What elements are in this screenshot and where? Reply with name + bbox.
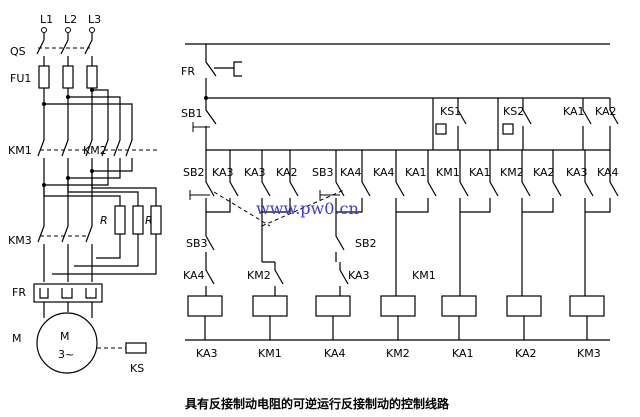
contact-row-labels: SB2 KA3 KA3 KA2 SB3 KA4 KA4 KA1 KM1 KA1 … <box>183 166 619 179</box>
coil-label: KA1 <box>452 347 474 360</box>
row-label: KA4 <box>373 166 395 179</box>
fr-contact-label: FR <box>181 65 195 78</box>
phase-label-l2: L2 <box>64 13 77 26</box>
coil-km2 <box>380 295 416 317</box>
ka3-lower-label: KA3 <box>348 269 370 282</box>
km2-label: KM2 <box>83 144 107 157</box>
fuse-l2 <box>62 65 74 89</box>
km2-contact-b <box>68 118 121 179</box>
km1-contact-l3 <box>85 90 93 171</box>
power-circuit: L1 L2 L3 QS FU1 KM1 KM2 <box>8 13 162 375</box>
mechanical-interlock <box>213 189 345 227</box>
ks-speed-relay <box>125 342 147 354</box>
km2-lower-label: KM2 <box>247 269 271 282</box>
resistor-1 <box>114 205 126 235</box>
coil-km1 <box>252 295 288 317</box>
terminal-l2 <box>65 27 71 33</box>
coil-ka4 <box>315 295 351 317</box>
control-circuit: FR SB1 KS1 KS2 KA1 KA2 SB2 KA3 KA3 KA2 S… <box>181 43 619 360</box>
row-label: KA3 <box>566 166 588 179</box>
row-label: KA1 <box>405 166 427 179</box>
resistor-2 <box>132 205 144 235</box>
coil-row <box>187 295 605 340</box>
coil-label: KA3 <box>196 347 218 360</box>
row-label: KA2 <box>276 166 298 179</box>
row-label: KA3 <box>244 166 266 179</box>
motor-letter: M <box>60 330 70 343</box>
qs-label: QS <box>10 45 26 58</box>
ks2-label: KS2 <box>503 105 524 118</box>
sb1-label: SB1 <box>181 107 203 120</box>
fr-label: FR <box>12 286 26 299</box>
row-label: SB3 <box>312 166 334 179</box>
km2-contact-c <box>92 118 133 172</box>
qs-switch-l3 <box>84 33 93 64</box>
coil-ka2 <box>506 295 542 317</box>
resistor-feed <box>43 171 157 206</box>
ks1-label: KS1 <box>440 105 461 118</box>
qs-switch-l1 <box>36 33 45 64</box>
ks-label: KS <box>130 362 144 375</box>
fr-contact <box>205 44 217 98</box>
coil-ka3 <box>187 295 223 317</box>
ks2-contact <box>522 98 532 150</box>
fuse-l3 <box>86 65 98 89</box>
km1-contact-l2 <box>61 97 69 178</box>
watermark: www.pw0.cn <box>256 199 359 218</box>
resistor-label-2: R <box>145 214 153 227</box>
sb2-lower-label: SB2 <box>355 237 377 250</box>
motor-symbol <box>36 312 98 374</box>
row-label: KA4 <box>340 166 362 179</box>
coil-ka1 <box>441 295 477 317</box>
contact-branches <box>189 150 619 296</box>
resistor-return <box>52 234 157 275</box>
ka4-lower-label: KA4 <box>183 269 205 282</box>
motor-phase: 3~ <box>58 348 74 361</box>
coil-km3 <box>569 295 605 317</box>
phase-label-l3: L3 <box>88 13 101 26</box>
row-label: SB2 <box>183 166 205 179</box>
row-label: KM1 <box>436 166 460 179</box>
row-label: KA4 <box>597 166 619 179</box>
row-label: KA2 <box>533 166 555 179</box>
row-label: KA1 <box>469 166 491 179</box>
upper-bus <box>206 97 610 150</box>
coil-label: KM1 <box>258 347 282 360</box>
coil-labels: KA3 KM1 KA4 KM2 KA1 KA2 KM3 <box>196 347 601 360</box>
km1-contact-l1 <box>37 104 45 185</box>
km3-contact-l1 <box>37 185 45 282</box>
coil-label: KM3 <box>577 347 601 360</box>
row-label: KM2 <box>500 166 524 179</box>
sb1-button <box>205 98 217 150</box>
motor-tag: M <box>12 332 22 345</box>
km3-label: KM3 <box>8 234 32 247</box>
terminal-l3 <box>89 27 95 33</box>
diagram-caption: 具有反接制动电阻的可逆运行反接制动的控制线路 <box>185 396 450 411</box>
coil-label: KA2 <box>515 347 537 360</box>
coil-label: KA4 <box>324 347 346 360</box>
phase-label-l1: L1 <box>40 13 53 26</box>
resistor-label-1: R <box>100 214 108 227</box>
km2-contact-a <box>44 118 109 186</box>
coil-label: KM2 <box>386 347 410 360</box>
row-label: KA3 <box>212 166 234 179</box>
qs-switch-l2 <box>60 33 69 64</box>
fu1-label: FU1 <box>10 72 31 85</box>
ka2-label-top: KA2 <box>595 105 617 118</box>
fr-thermal-relay <box>33 283 103 303</box>
km3-contact-l2 <box>61 178 69 282</box>
km1-lower-label: KM1 <box>412 269 436 282</box>
ks1-contact <box>457 98 467 150</box>
sb3-lower-label: SB3 <box>186 237 208 250</box>
fuse-l1 <box>38 65 50 89</box>
terminal-l1 <box>41 27 47 33</box>
km3-contact-l3 <box>85 171 93 282</box>
km2-feed <box>44 89 133 118</box>
km1-label: KM1 <box>8 144 32 157</box>
ka1-label-top: KA1 <box>563 105 585 118</box>
